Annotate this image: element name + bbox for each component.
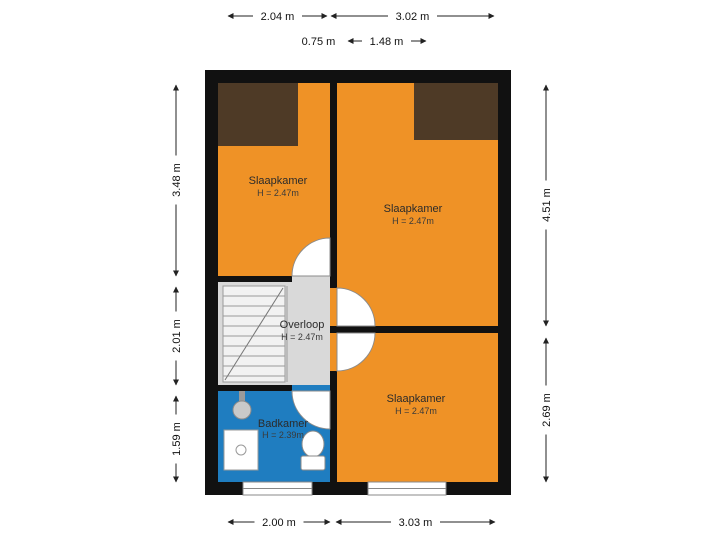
dim-label-bg bbox=[168, 155, 184, 205]
wall-bedrooms-right bbox=[330, 326, 498, 333]
plan: Slaapkamer H = 2.47m Slaapkamer H = 2.47… bbox=[205, 70, 511, 496]
dim-label-right-bottom: 2.69 m bbox=[541, 393, 553, 427]
dim-label-top-left: 2.04 m bbox=[261, 11, 295, 23]
room-height-slaapkamer-tr: H = 2.47m bbox=[392, 216, 434, 226]
wall-vertical-top bbox=[330, 83, 337, 288]
room-height-slaapkamer-br: H = 2.47m bbox=[395, 406, 437, 416]
wall-landing-bathroom bbox=[218, 385, 292, 391]
dim-label-bg bbox=[168, 311, 184, 361]
toilet-bowl bbox=[301, 430, 325, 458]
room-height-overloop: H = 2.47m bbox=[281, 332, 323, 342]
dim-label-bottom-left: 2.00 m bbox=[262, 517, 296, 529]
dim-label-right-top-group: 4.51 m bbox=[538, 180, 554, 230]
wall-bedroomtl-landing bbox=[218, 276, 292, 282]
window-bedroom-bottom-right bbox=[367, 481, 447, 496]
dim-label-left-middle: 2.01 m bbox=[171, 319, 183, 353]
room-label-slaapkamer-tl: Slaapkamer bbox=[249, 175, 308, 187]
dim-label-left-top-group: 3.48 m bbox=[168, 155, 184, 205]
shower-tray bbox=[223, 429, 259, 471]
wall-vertical-bottom bbox=[330, 371, 337, 482]
window-bathroom bbox=[242, 481, 313, 496]
dim-label-right-top: 4.51 m bbox=[541, 188, 553, 222]
toilet-tank bbox=[300, 455, 326, 471]
roof-slope-top-left bbox=[218, 83, 298, 146]
dim-label-top-right: 3.02 m bbox=[396, 11, 430, 23]
door-bedroom-top-left bbox=[291, 237, 331, 277]
dim-label-left-middle-group: 2.01 m bbox=[168, 311, 184, 361]
dim-label-left-top: 3.48 m bbox=[171, 163, 183, 197]
dimension-annotations: 2.04 m 3.02 m 0.75 m 1.48 m 3.48 m 2.01 … bbox=[168, 8, 554, 530]
dim-label-right-bottom-group: 2.69 m bbox=[538, 385, 554, 435]
dim-label-bg bbox=[388, 8, 437, 24]
dim-label-bg bbox=[391, 514, 440, 530]
shower-drain bbox=[235, 444, 247, 456]
stair-walk-line bbox=[224, 287, 284, 381]
door-bedroom-bottom-right bbox=[336, 332, 376, 372]
dim-label-bg bbox=[253, 8, 302, 24]
sink-stem bbox=[239, 391, 245, 402]
dim-label-bg bbox=[538, 385, 554, 435]
dim-label-top-inner-right: 1.48 m bbox=[370, 36, 404, 48]
door-bathroom bbox=[291, 390, 331, 430]
dim-label-bg bbox=[538, 180, 554, 230]
dim-label-bg bbox=[362, 33, 411, 49]
dim-label-bottom-right: 3.03 m bbox=[399, 517, 433, 529]
dim-label-bg bbox=[168, 414, 184, 464]
staircase bbox=[222, 285, 288, 383]
room-height-badkamer: H = 2.39m bbox=[262, 430, 304, 440]
room-label-slaapkamer-br: Slaapkamer bbox=[387, 393, 446, 405]
dim-label-bg bbox=[254, 514, 304, 530]
room-height-slaapkamer-tl: H = 2.47m bbox=[257, 188, 299, 198]
sink bbox=[232, 400, 252, 420]
room-label-overloop: Overloop bbox=[280, 319, 325, 331]
room-label-slaapkamer-tr: Slaapkamer bbox=[384, 203, 443, 215]
roof-slope-top-right bbox=[414, 83, 498, 140]
dim-label-left-bottom-group: 1.59 m bbox=[168, 414, 184, 464]
dim-label-bg bbox=[294, 33, 343, 49]
door-bedroom-top-right bbox=[336, 287, 376, 327]
bathroom-fixtures bbox=[223, 391, 326, 471]
dim-label-left-bottom: 1.59 m bbox=[171, 422, 183, 456]
room-label-badkamer: Badkamer bbox=[258, 418, 308, 430]
dim-label-top-inner-left: 0.75 m bbox=[302, 36, 336, 48]
